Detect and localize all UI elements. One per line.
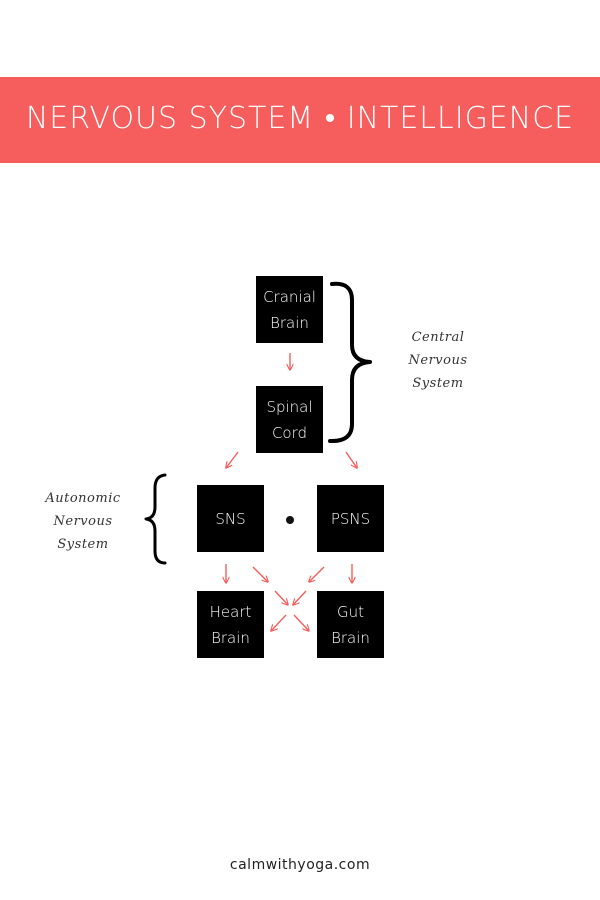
arrow-psns-to-heart-upper xyxy=(309,566,325,582)
autonomic-brace xyxy=(144,473,167,565)
node-gut-brain-line2: Brain xyxy=(331,628,370,647)
node-gut-brain-line1: Gut xyxy=(336,602,364,621)
node-spinal-cord: Spinal Cord xyxy=(256,386,323,453)
arrow-spinal-to-sns xyxy=(226,451,239,468)
node-psns-line1: PSNS xyxy=(330,509,371,528)
label-central-line2: Nervous xyxy=(408,353,468,368)
node-spinal-cord-line1: Spinal xyxy=(266,397,313,416)
node-heart-brain-line1: Heart xyxy=(209,602,252,621)
arrow-spinal-to-psns xyxy=(345,451,357,468)
arrow-sns-to-gut-mid xyxy=(274,590,288,605)
arrow-sns-to-gut-upper xyxy=(252,566,268,582)
node-heart-brain: Heart Brain xyxy=(197,591,264,658)
separator-dot xyxy=(286,516,294,524)
label-autonomic-line3: System xyxy=(57,537,109,552)
label-autonomic-nervous-system: Autonomic Nervous System xyxy=(36,487,130,556)
title-banner: NERVOUS SYSTEM • INTELLIGENCE xyxy=(0,77,600,163)
label-autonomic-line1: Autonomic xyxy=(45,491,121,506)
arrow-to-gut-lower xyxy=(293,614,309,631)
node-sns-line1: SNS xyxy=(215,509,246,528)
arrow-psns-to-heart-mid xyxy=(293,590,307,605)
node-cranial-brain: Cranial Brain xyxy=(256,276,323,343)
footer-website: calmwithyoga.com xyxy=(229,857,371,873)
label-central-nervous-system: Central Nervous System xyxy=(398,326,478,395)
page-title: NERVOUS SYSTEM • INTELLIGENCE xyxy=(25,101,575,136)
label-autonomic-line2: Nervous xyxy=(53,514,113,529)
connection-arrows xyxy=(226,353,357,631)
node-cranial-brain-line2: Brain xyxy=(270,313,309,332)
node-heart-brain-line2: Brain xyxy=(211,628,250,647)
node-gut-brain: Gut Brain xyxy=(317,591,384,658)
label-central-line3: System xyxy=(412,376,464,391)
node-cranial-brain-line1: Cranial xyxy=(263,287,316,306)
node-psns: PSNS xyxy=(317,485,384,552)
arrow-to-heart-lower xyxy=(271,614,287,631)
node-sns: SNS xyxy=(197,485,264,552)
label-central-line1: Central xyxy=(411,330,465,345)
central-brace xyxy=(328,281,372,444)
node-spinal-cord-line2: Cord xyxy=(271,423,308,442)
